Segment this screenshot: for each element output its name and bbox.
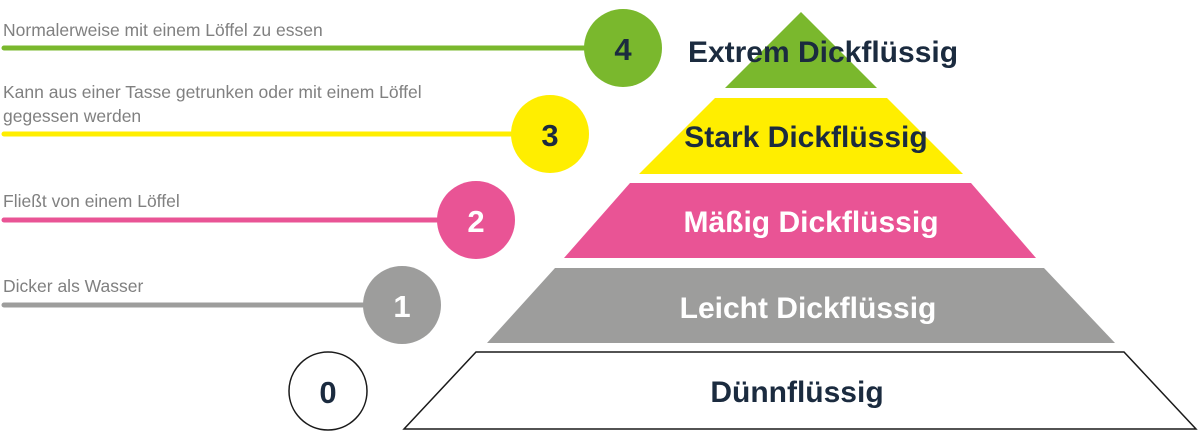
level-2-number-badge [437,181,515,259]
level-0-name: Dünnflüssig [710,376,883,409]
level-2-description: Fließt von einem Löffel [3,191,180,211]
level-4-number: 4 [614,32,632,67]
level-2: 2 Mäßig Dickflüssig Fließt von einem Löf… [1,181,1036,259]
level-2-name: Mäßig Dickflüssig [683,206,938,239]
level-0-number-badge [288,351,368,431]
level-1-pyramid-tier [487,268,1115,343]
level-3-description: Kann aus einer Tasse getrunken oder mit … [3,82,422,102]
level-0-number: 0 [319,375,336,410]
level-4-number-badge [584,9,662,87]
level-1-number: 1 [393,289,410,324]
level-2-pyramid-tier [564,183,1036,258]
level-3-number: 3 [541,118,558,153]
level-3-description-line2: gegessen werden [3,106,141,126]
level-4-name: Extrem Dickflüssig [688,36,958,69]
level-4: 4 Extrem Dickflüssig Normalerweise mit e… [1,9,958,88]
level-3-pyramid-tier [639,98,963,174]
level-1-number-badge [363,266,441,344]
level-2-number: 2 [467,204,484,239]
level-3-number-badge [511,95,589,173]
level-3: 3 Stark Dickflüssig Kann aus einer Tasse… [1,82,963,174]
level-3-name: Stark Dickflüssig [684,121,927,154]
level-0: 0 Dünnflüssig [288,351,1198,431]
level-4-description: Normalerweise mit einem Löffel zu essen [3,20,323,40]
level-1: 1 Leicht Dickflüssig Dicker als Wasser [1,266,1115,344]
level-4-pyramid-tier [725,12,877,88]
level-1-name: Leicht Dickflüssig [680,292,937,325]
level-0-pyramid-tier [402,351,1198,430]
level-1-description: Dicker als Wasser [3,276,144,296]
